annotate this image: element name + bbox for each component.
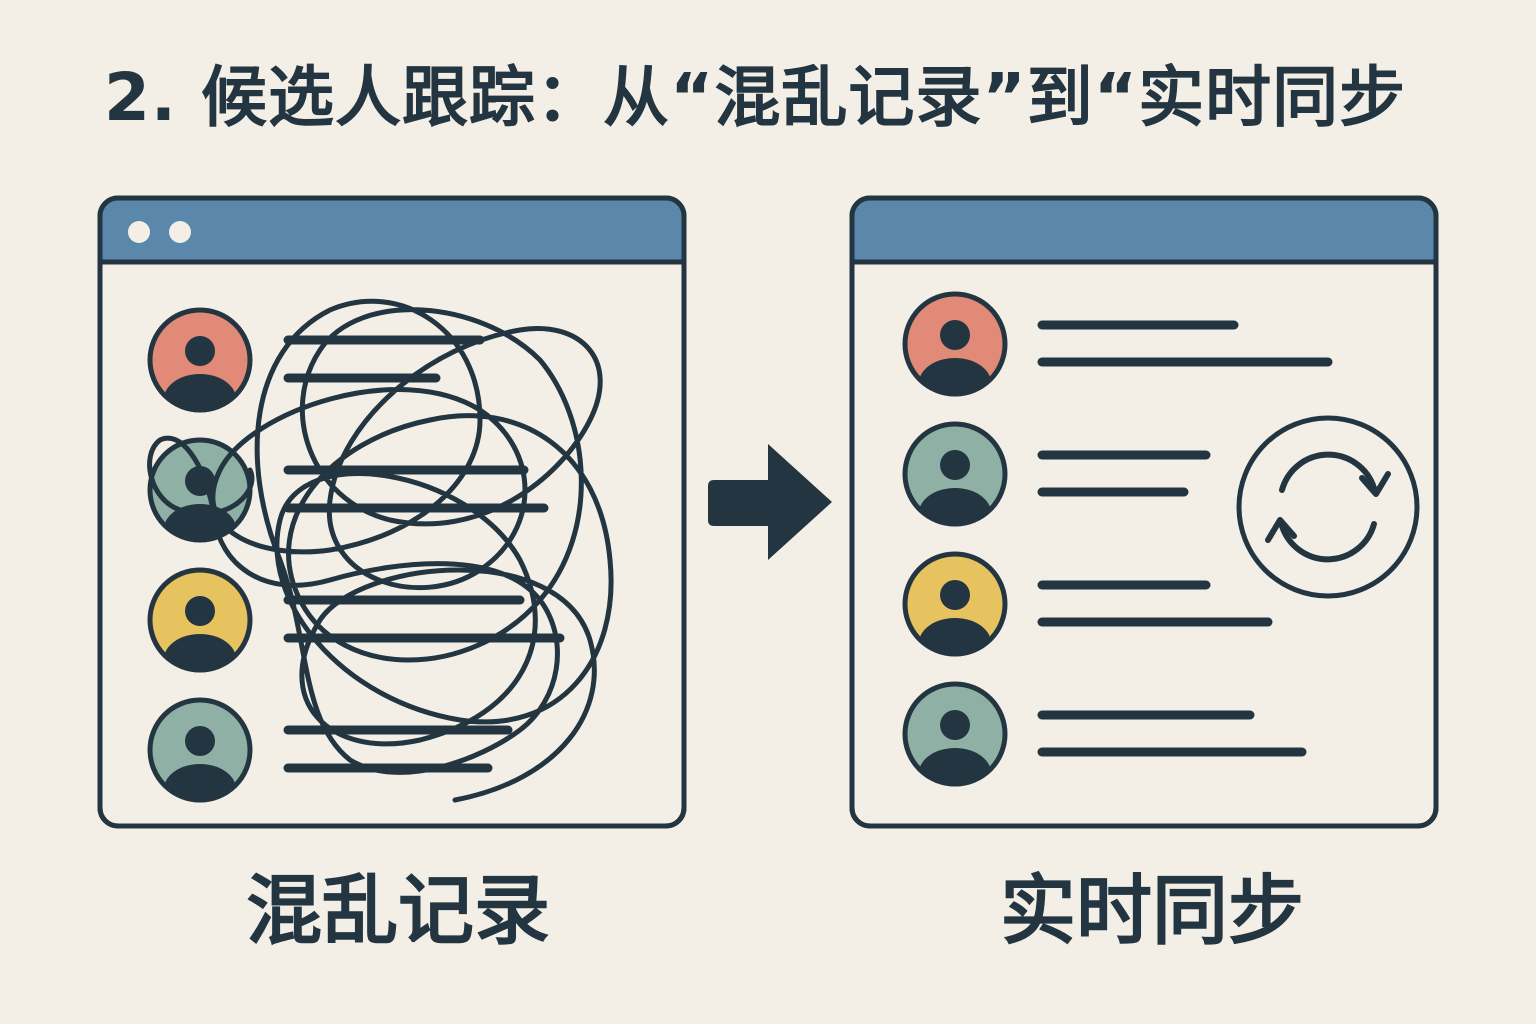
candidate-row bbox=[147, 567, 565, 673]
before-label: 混乱记录 bbox=[246, 866, 550, 955]
avatar-icon bbox=[147, 567, 253, 673]
candidate-row bbox=[902, 421, 1211, 527]
candidate-row bbox=[902, 291, 1333, 397]
window-dot bbox=[128, 221, 150, 243]
candidate-row bbox=[902, 681, 1307, 787]
avatar-icon bbox=[147, 307, 253, 413]
scribble bbox=[147, 298, 614, 803]
titlebar bbox=[852, 198, 1436, 262]
avatar-icon bbox=[902, 681, 1008, 787]
avatar-icon bbox=[902, 421, 1008, 527]
after-label: 实时同步 bbox=[1000, 866, 1304, 955]
titlebar bbox=[100, 198, 684, 262]
window-after bbox=[849, 195, 1439, 829]
sync-icon bbox=[1236, 415, 1420, 599]
arrow-right-icon bbox=[708, 444, 832, 560]
candidate-row bbox=[147, 697, 513, 803]
avatar-icon bbox=[902, 291, 1008, 397]
window-before bbox=[97, 195, 687, 829]
window-dot bbox=[169, 221, 191, 243]
page-title: 2. 候选人跟踪：从“混乱记录”到“实时同步 bbox=[104, 59, 1407, 136]
candidate-row bbox=[902, 551, 1273, 657]
avatar-icon bbox=[902, 551, 1008, 657]
avatar-icon bbox=[147, 697, 253, 803]
candidate-row bbox=[147, 307, 485, 413]
